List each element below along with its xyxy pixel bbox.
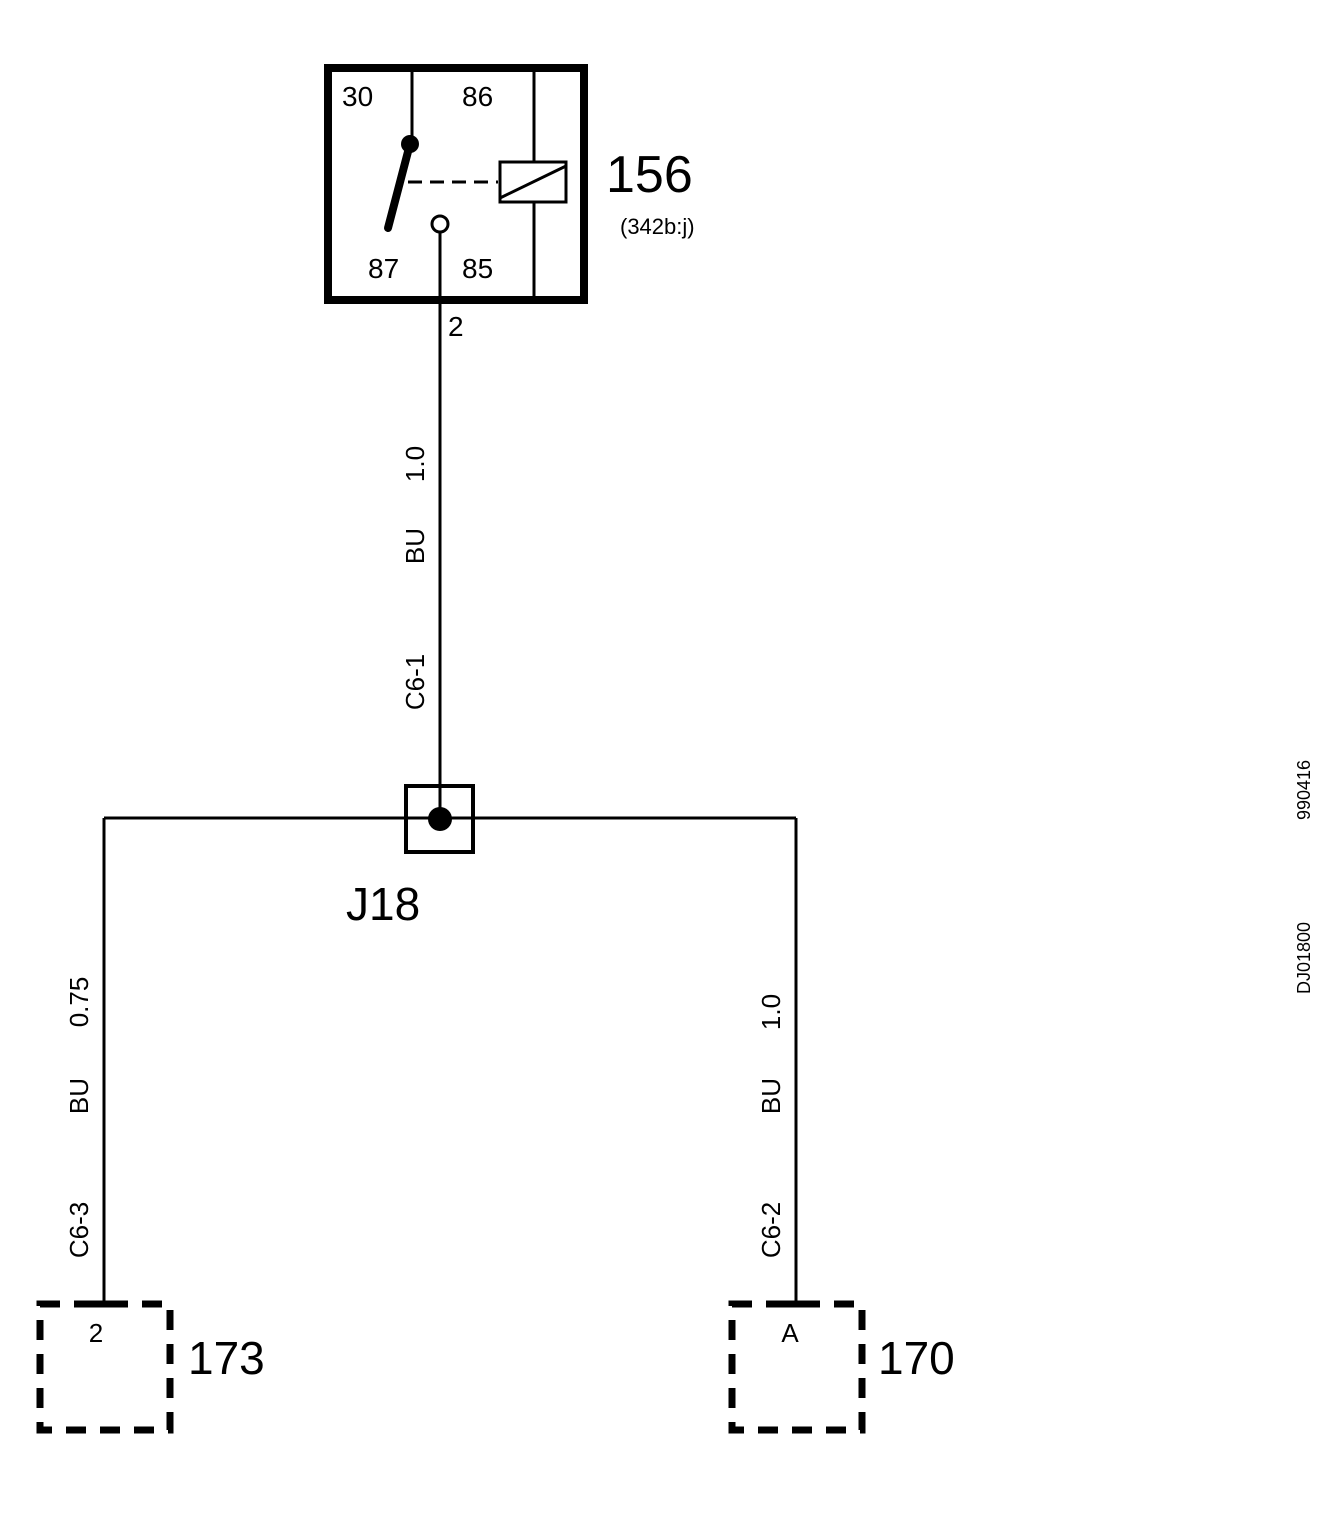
wire-top-size: 1.0 [400, 446, 430, 482]
component-170-box [728, 1300, 866, 1434]
component-170-pin: A [781, 1318, 799, 1348]
junction-id: J18 [346, 878, 420, 930]
junction-dot [428, 807, 452, 831]
wire-top-color: BU [400, 528, 430, 564]
wire-right-color: BU [756, 1078, 786, 1114]
relay-frame [324, 64, 588, 304]
component-173-pin: 2 [89, 1318, 103, 1348]
switch-arm [384, 140, 414, 232]
contact-85 [430, 214, 450, 234]
wire-right-code: C6-2 [756, 1202, 786, 1258]
component-173-id: 173 [188, 1332, 265, 1384]
component-173-box [36, 1300, 174, 1434]
wire-right-size: 1.0 [756, 994, 786, 1030]
pin-30-label: 30 [342, 81, 373, 112]
side-date-code: 990416 [1294, 760, 1314, 820]
junction-j18: J18 [346, 784, 475, 930]
wire-top-code: C6-1 [400, 654, 430, 710]
relay-output-pin: 2 [448, 311, 464, 342]
component-173: 2 173 [36, 1300, 265, 1434]
relay-id: 156 [606, 146, 693, 204]
pin-87-label: 87 [368, 253, 399, 284]
relay-156: 30 86 87 85 156 (342b:j) [324, 64, 695, 304]
pin-85-label: 85 [462, 253, 493, 284]
side-drawing-code: DJ01800 [1294, 922, 1314, 994]
wire-left-code: C6-3 [64, 1202, 94, 1258]
relay-coil [498, 160, 568, 204]
component-170-id: 170 [878, 1332, 955, 1384]
wire-left-size: 0.75 [64, 977, 94, 1028]
pin-86-label: 86 [462, 81, 493, 112]
relay-ref: (342b:j) [620, 214, 695, 239]
coil-diagonal [499, 164, 567, 200]
component-170: A 170 [728, 1300, 955, 1434]
wire-left-color: BU [64, 1078, 94, 1114]
